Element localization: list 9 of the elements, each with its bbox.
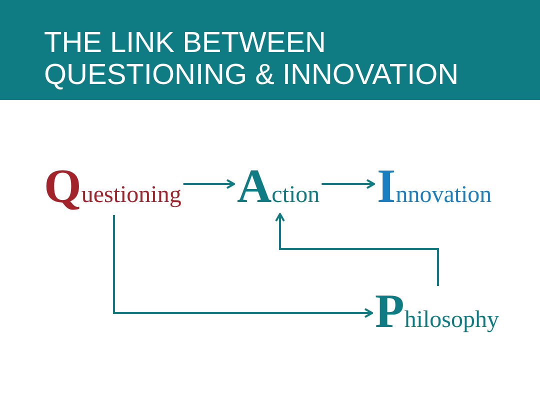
arrow [113,215,373,318]
slide-title: THE LINK BETWEEN QUESTIONING & INNOVATION [44,27,460,91]
concept-label: Innovation [377,163,492,211]
arrow [322,179,375,189]
concept-label: Questioning [44,163,182,211]
arrow [183,179,235,189]
concept-label: Action [237,163,320,211]
concept-label: Philosophy [375,288,500,336]
arrow [275,213,439,286]
